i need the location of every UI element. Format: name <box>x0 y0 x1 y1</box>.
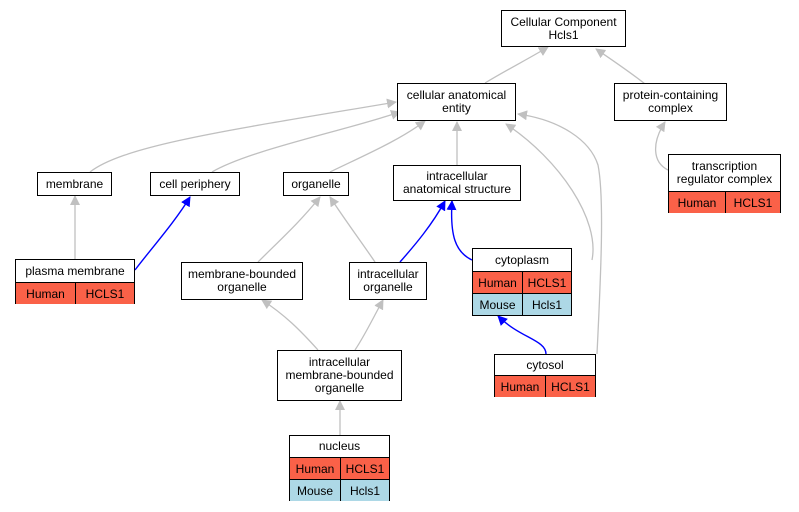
node-label: entity <box>442 101 471 115</box>
species-cell: Human <box>290 458 341 479</box>
gene-cell: Hcls1 <box>341 480 389 501</box>
node-label: cellular anatomical <box>406 88 507 102</box>
species-cell: Human <box>495 376 546 397</box>
edge-io-ias <box>399 200 446 263</box>
node-label: Hcls1 <box>548 27 579 42</box>
node-label: membrane-bounded <box>187 267 297 281</box>
node-label: cytoplasm <box>494 252 550 267</box>
node-label: organelle <box>363 280 413 294</box>
edge-cae-root <box>484 46 549 84</box>
species-cell: Human <box>16 283 76 304</box>
annotation-row: Human HCLS1 <box>495 375 595 397</box>
node-cell-periphery: cell periphery <box>150 172 240 196</box>
node-label: membrane-bounded <box>285 368 394 382</box>
node-label: organelle <box>217 280 267 294</box>
edge-cellperiphery-cae <box>211 110 401 173</box>
edge-imbo-io <box>354 299 384 351</box>
species-cell: Mouse <box>473 294 523 315</box>
node-label: intracellular <box>357 267 419 281</box>
node-label: Cellular Component <box>510 14 617 29</box>
node-label: transcription <box>691 159 758 173</box>
species-cell: Human <box>473 272 523 293</box>
annotation-row: Mouse Hcls1 <box>473 293 571 315</box>
annotation-row: Human HCLS1 <box>16 282 134 304</box>
species-cell: Mouse <box>290 480 341 501</box>
gene-cell: HCLS1 <box>341 458 389 479</box>
edge-cytoplasm-cae <box>505 123 594 261</box>
edge-cytosol-cytoplasm <box>497 315 547 355</box>
node-label: nucleus <box>318 439 361 453</box>
edge-cytosol-cae <box>517 110 603 355</box>
node-nucleus: nucleus Human HCLS1 Mouse Hcls1 <box>289 435 390 501</box>
node-label: anatomical structure <box>402 182 512 196</box>
edge-io-organelle <box>329 196 376 263</box>
node-label: regulator complex <box>676 172 773 186</box>
node-label: cytosol <box>526 357 564 372</box>
node-membrane: membrane <box>37 172 112 196</box>
edge-membrane-cae <box>89 98 397 173</box>
annotation-row: Mouse Hcls1 <box>290 479 389 501</box>
node-label: complex <box>648 101 693 115</box>
node-plasma-membrane: plasma membrane Human HCLS1 <box>15 259 135 304</box>
node-label: intracellular <box>426 169 488 183</box>
node-label: organelle <box>314 381 365 395</box>
gene-cell: HCLS1 <box>76 283 134 304</box>
annotation-row: Human HCLS1 <box>473 271 571 293</box>
node-organelle: organelle <box>283 172 349 196</box>
edge-organelle-cae <box>329 120 426 173</box>
gene-cell: HCLS1 <box>523 272 571 293</box>
annotation-row: Human HCLS1 <box>290 457 389 479</box>
node-label: plasma membrane <box>25 263 125 278</box>
node-label: cell periphery <box>159 176 231 191</box>
node-cytoplasm: cytoplasm Human HCLS1 Mouse Hcls1 <box>472 248 572 316</box>
node-label: protein-containing <box>622 88 719 102</box>
gene-cell: HCLS1 <box>546 376 595 397</box>
edge-plasmamembrane-cellperiphery <box>134 196 191 271</box>
edge-pcc-root <box>595 48 646 85</box>
edge-mbo-organelle <box>257 196 321 263</box>
node-cytosol: cytosol Human HCLS1 <box>494 354 596 397</box>
edge-cytoplasm-ias <box>446 200 473 261</box>
species-cell: Human <box>669 192 726 213</box>
annotation-row: Human HCLS1 <box>669 191 780 213</box>
gene-cell: HCLS1 <box>726 192 780 213</box>
edge-trc-pcc <box>654 121 669 171</box>
gene-cell: Hcls1 <box>523 294 571 315</box>
node-label: intracellular <box>308 355 371 369</box>
edge-imbo-mbo <box>261 299 319 351</box>
node-label: membrane <box>45 176 104 191</box>
node-label: organelle <box>291 176 341 191</box>
